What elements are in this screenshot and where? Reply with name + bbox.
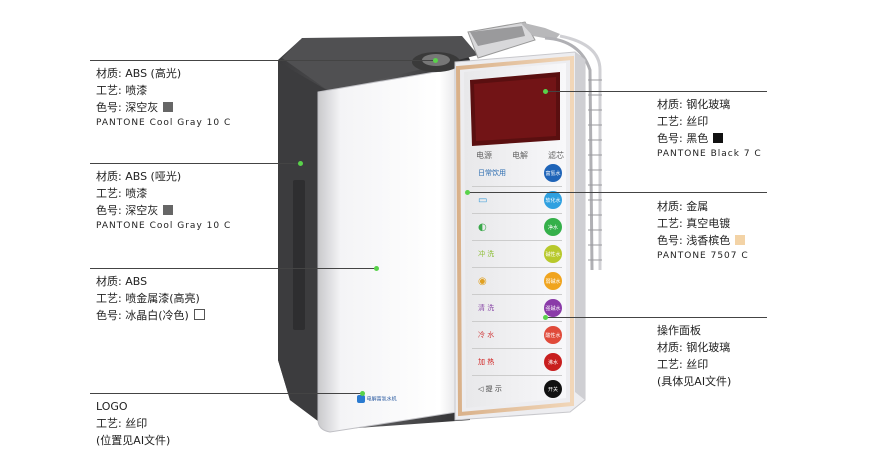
callout-line-top-left: [90, 60, 435, 61]
callout-line-mid-left: [90, 163, 300, 164]
process-text: 工艺: 丝印: [657, 115, 709, 128]
round-button-alkaline[interactable]: 碱性水: [544, 245, 562, 263]
annotation-control-panel: 操作面板 材质: 钢化玻璃 工艺: 丝印 (具体见AI文件): [657, 322, 731, 390]
callout-line-panel: [545, 317, 767, 318]
callout-dot: [465, 190, 470, 195]
color-swatch: [163, 205, 174, 215]
logo-title: LOGO: [96, 400, 128, 413]
device-logo: 电解富氢水机: [357, 395, 397, 403]
round-button-weak-alkaline[interactable]: 弱碱水: [544, 272, 562, 290]
annotation-side-shell: 材质: ABS (哑光) 工艺: 喷漆 色号: 深空灰 PANTONE Cool…: [96, 168, 231, 234]
button-row-label: ◁ 提 示: [478, 385, 502, 393]
button-row[interactable]: 冷 水 酸性水: [472, 322, 562, 349]
panel-header: 电源 电解 滤芯: [476, 150, 564, 161]
tea-icon: ◉: [478, 275, 487, 287]
round-button-boil[interactable]: 沸水: [544, 353, 562, 371]
round-button-hydrogen[interactable]: 富氢水: [544, 164, 562, 182]
callout-dot: [543, 89, 548, 94]
color-text: 色号: 冰晶白(冷色): [96, 309, 189, 322]
material-text: 材质: ABS (哑光): [96, 170, 182, 183]
color-swatch: [163, 102, 174, 112]
note-text: (具体见AI文件): [657, 375, 732, 388]
control-buttons: 日常饮用 富氢水 ▭ 软化水 ◐ 净水 冲 洗 碱性水 ◉ 弱碱水 清 洗 强碱…: [472, 160, 562, 402]
callout-dot: [543, 315, 548, 320]
front-body: [317, 65, 471, 433]
callout-dot: [360, 391, 365, 396]
color-text: 色号: 深空灰: [96, 204, 159, 217]
color-swatch: [713, 133, 724, 143]
button-row-label: 冲 洗: [478, 250, 495, 258]
annotation-logo: LOGO 工艺: 丝印 (位置见AI文件): [96, 398, 170, 449]
callout-line-top-right: [545, 91, 767, 92]
pantone-text: PANTONE Cool Gray 10 C: [96, 118, 232, 128]
button-row[interactable]: 加 热 沸水: [472, 349, 562, 376]
process-text: 工艺: 喷金属漆(高亮): [96, 292, 200, 305]
annotation-top-shell: 材质: ABS (高光) 工艺: 喷漆 色号: 深空灰 PANTONE Cool…: [96, 65, 231, 131]
button-row[interactable]: ◐ 净水: [472, 214, 562, 241]
champagne-trim: [455, 55, 574, 417]
button-row[interactable]: 清 洗 强碱水: [472, 295, 562, 322]
button-row-label: 日常饮用: [478, 169, 506, 177]
pantone-text: PANTONE Cool Gray 10 C: [96, 221, 232, 231]
color-swatch: [735, 235, 746, 245]
note-text: (位置见AI文件): [96, 434, 171, 447]
material-text: 材质: ABS (高光): [96, 67, 182, 80]
annotation-front-body: 材质: ABS 工艺: 喷金属漆(高亮) 色号: 冰晶白(冷色): [96, 273, 205, 324]
callout-dot: [298, 161, 303, 166]
material-text: 材质: 钢化玻璃: [657, 98, 731, 111]
wash-icon: ◐: [478, 221, 487, 233]
button-row[interactable]: 日常饮用 富氢水: [472, 160, 562, 187]
color-text: 色号: 深空灰: [96, 101, 159, 114]
material-text: 材质: 金属: [657, 200, 709, 213]
process-text: 工艺: 丝印: [657, 358, 709, 371]
callout-line-logo: [90, 393, 362, 394]
button-row[interactable]: 冲 洗 碱性水: [472, 241, 562, 268]
button-row[interactable]: ▭ 软化水: [472, 187, 562, 214]
logo-text: 电解富氢水机: [366, 396, 397, 403]
panel-header-power: 电源: [476, 151, 492, 160]
round-button-pure[interactable]: 净水: [544, 218, 562, 236]
button-row-label: 加 热: [478, 358, 495, 366]
color-text: 色号: 浅香槟色: [657, 234, 731, 247]
round-button-acidic[interactable]: 酸性水: [544, 326, 562, 344]
pantone-text: PANTONE 7507 C: [657, 251, 749, 261]
color-swatch: [193, 309, 205, 320]
speaker-icon: ◁: [478, 385, 484, 393]
callout-dot: [433, 58, 438, 63]
material-text: 材质: 钢化玻璃: [657, 341, 731, 354]
button-row[interactable]: ◁ 提 示 开关: [472, 376, 562, 402]
button-row-label: 清 洗: [478, 304, 495, 312]
water-icon: ▭: [478, 194, 488, 206]
callout-dot: [374, 266, 379, 271]
coiled-hose: [544, 34, 602, 271]
process-text: 工艺: 喷漆: [96, 187, 148, 200]
panel-title: 操作面板: [657, 324, 701, 337]
annotation-display-glass: 材质: 钢化玻璃 工艺: 丝印 色号: 黑色 PANTONE Black 7 C: [657, 96, 762, 162]
logo-mark-icon: [357, 395, 365, 403]
pantone-text: PANTONE Black 7 C: [657, 149, 762, 159]
process-text: 工艺: 真空电镀: [657, 217, 731, 230]
panel-header-filter: 滤芯: [548, 151, 564, 160]
round-button-strong-alkaline[interactable]: 强碱水: [544, 299, 562, 317]
color-text: 色号: 黑色: [657, 132, 709, 145]
button-row-label: 冷 水: [478, 331, 495, 339]
top-shell: [282, 36, 478, 92]
callout-line-front-left: [90, 268, 377, 269]
button-row[interactable]: ◉ 弱碱水: [472, 268, 562, 295]
annotation-metal-trim: 材质: 金属 工艺: 真空电镀 色号: 浅香槟色 PANTONE 7507 C: [657, 198, 749, 264]
panel-header-electrolysis: 电解: [512, 151, 528, 160]
callout-line-mid-right: [468, 192, 767, 193]
process-text: 工艺: 喷漆: [96, 84, 148, 97]
round-button-soft[interactable]: 软化水: [544, 191, 562, 209]
round-button-power[interactable]: 开关: [544, 380, 562, 398]
process-text: 工艺: 丝印: [96, 417, 148, 430]
material-text: 材质: ABS: [96, 275, 148, 288]
